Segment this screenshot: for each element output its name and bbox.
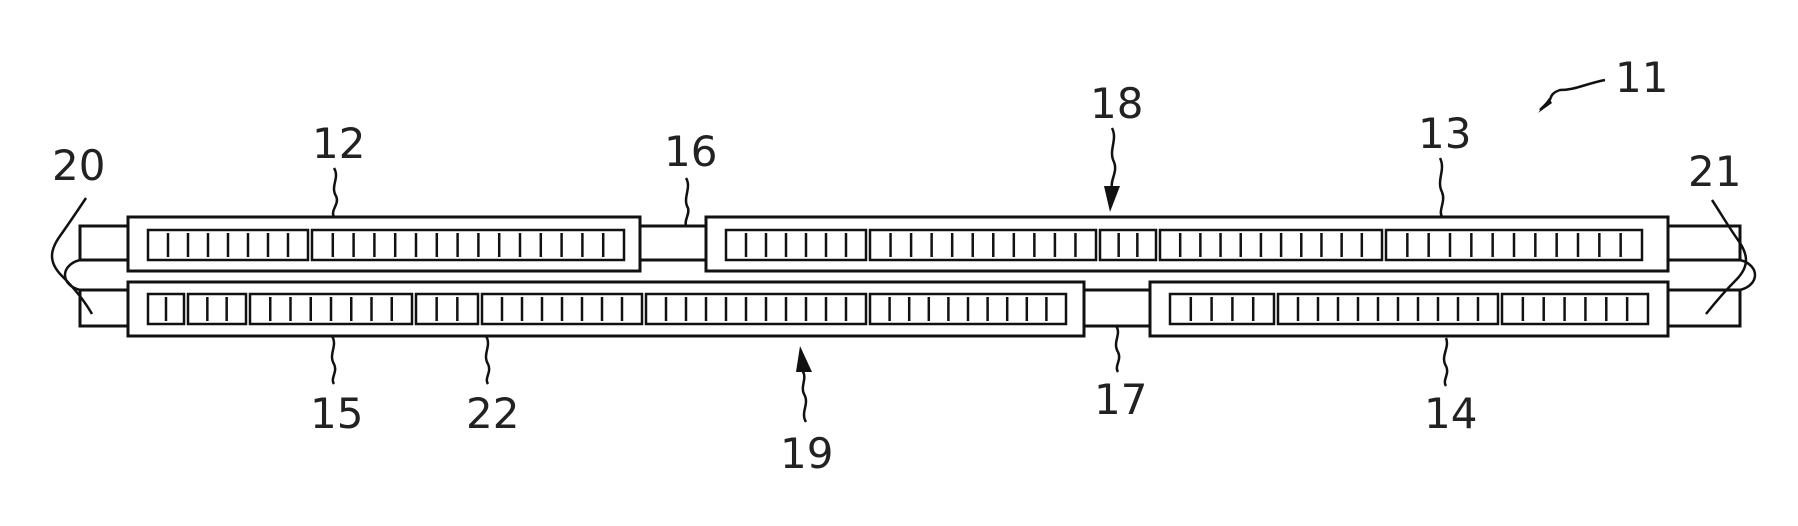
leader-19 [802, 370, 806, 422]
cell-group [1100, 230, 1156, 260]
label-21: 21 [1688, 147, 1741, 196]
arrow-18 [1104, 186, 1120, 212]
cell-group [1278, 294, 1498, 324]
label-16: 16 [664, 127, 717, 176]
cell-group [416, 294, 478, 324]
label-17: 17 [1094, 375, 1147, 424]
label-20: 20 [52, 141, 105, 190]
label-12: 12 [312, 119, 365, 168]
arrow-19 [796, 346, 812, 372]
label-15: 15 [310, 389, 363, 438]
cell-group [870, 230, 1096, 260]
leader-15 [332, 336, 335, 384]
leader-17 [1116, 326, 1119, 372]
cell-group [1160, 230, 1382, 260]
cell-group [1170, 294, 1274, 324]
left-end-connector [65, 226, 80, 326]
leader-16 [686, 178, 689, 226]
leader-22 [486, 336, 489, 384]
label-14: 14 [1424, 389, 1477, 438]
leader-14 [1444, 338, 1447, 386]
arrow-11 [1538, 98, 1552, 113]
label-22: 22 [466, 389, 519, 438]
leader-11 [1540, 80, 1605, 110]
label-11: 11 [1615, 53, 1668, 102]
label-13: 13 [1418, 109, 1471, 158]
cell-group [312, 230, 624, 260]
cell-group [188, 294, 246, 324]
leader-18 [1112, 128, 1115, 188]
cell-groups [148, 230, 1648, 324]
leader-12 [333, 168, 337, 217]
leader-13 [1440, 158, 1443, 217]
right-end-connector [1740, 226, 1755, 326]
label-18: 18 [1090, 79, 1143, 128]
cell-group [646, 294, 866, 324]
label-19: 19 [780, 429, 833, 478]
